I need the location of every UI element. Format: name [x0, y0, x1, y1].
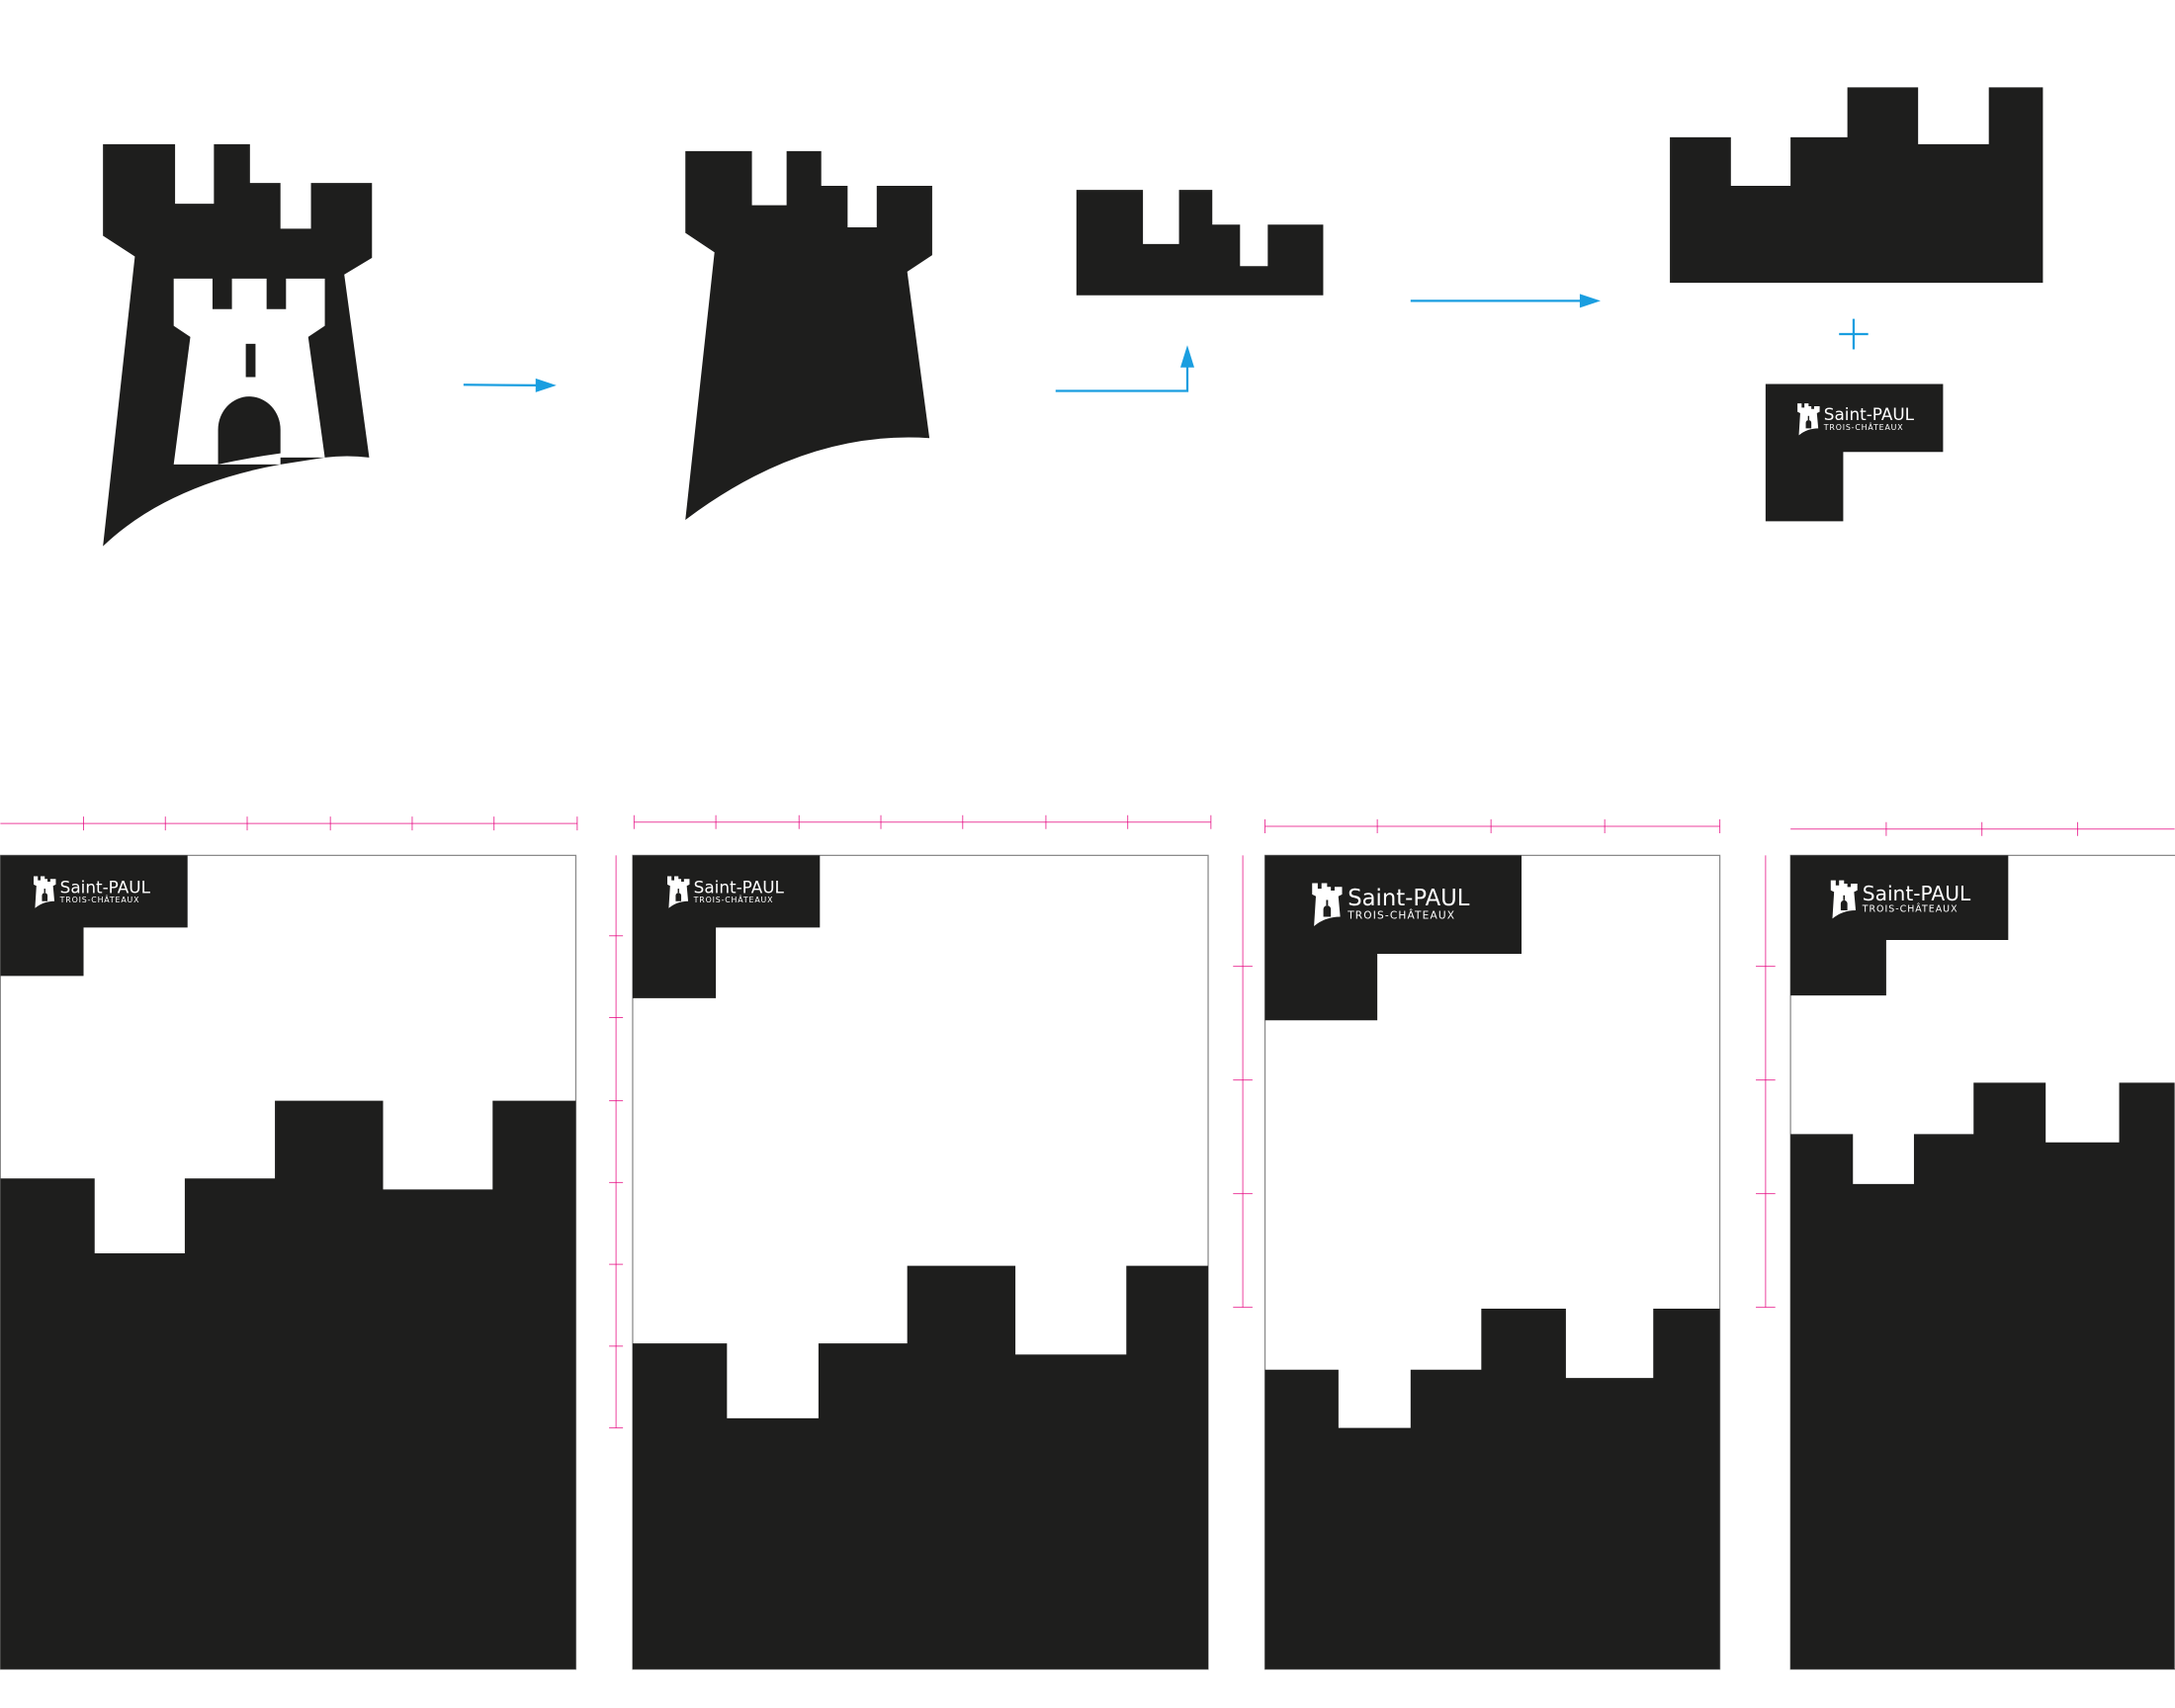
battlements-shape [1264, 1309, 1720, 1669]
layout-page-1: Saint-PAUL TROIS-CHÂTEAUX [0, 816, 578, 1670]
logo: Saint-PAUL TROIS-CHÂTEAUX [1312, 883, 1470, 927]
battlements-shape [1076, 190, 1324, 296]
logo-title: Saint-PAUL [1824, 404, 1915, 424]
layout-page-2: Saint-PAUL TROIS-CHÂTEAUX [609, 814, 1212, 1670]
tower-silhouette-icon [685, 150, 932, 520]
logo-subtitle: TROIS-CHÂTEAUX [1823, 421, 1904, 432]
logo-title: Saint-PAUL [1863, 882, 1971, 905]
guide-ruler-vertical [1756, 855, 1776, 1309]
arrow-right-icon [1410, 294, 1601, 308]
battlements-shape [0, 1100, 576, 1669]
logo: Saint-PAUL TROIS-CHÂTEAUX [1797, 403, 1915, 436]
guide-ruler-vertical [1233, 855, 1253, 1309]
tower-full-icon [103, 143, 373, 547]
logo-title: Saint-PAUL [60, 877, 151, 897]
guide-ruler-horizontal [633, 814, 1212, 829]
guide-ruler-horizontal [1790, 821, 2175, 836]
arrow-right-icon [463, 378, 557, 392]
battlements-shape [632, 1265, 1209, 1669]
logo-block: Saint-PAUL TROIS-CHÂTEAUX [1765, 384, 1944, 522]
arrow-up-icon [1055, 345, 1194, 392]
guide-ruler-horizontal [0, 816, 578, 831]
guide-ruler-horizontal [1264, 818, 1721, 833]
logo-title: Saint-PAUL [694, 877, 785, 897]
logo-subtitle: TROIS-CHÂTEAUX [693, 894, 774, 904]
logo-title: Saint-PAUL [1348, 886, 1470, 911]
layout-page-4: Saint-PAUL TROIS-CHÂTEAUX [1756, 821, 2175, 1670]
battlements-shape [1790, 1082, 2175, 1669]
logo-subtitle: TROIS-CHÂTEAUX [1347, 908, 1455, 921]
logo-subtitle: TROIS-CHÂTEAUX [1862, 903, 1958, 915]
guide-ruler-vertical [609, 855, 624, 1429]
battlements-scaled-shape [1670, 87, 2044, 284]
logo: Saint-PAUL TROIS-CHÂTEAUX [1830, 880, 1971, 919]
layout-page-3: Saint-PAUL TROIS-CHÂTEAUX [1233, 818, 1721, 1670]
logo: Saint-PAUL TROIS-CHÂTEAUX [667, 876, 785, 908]
plus-icon [1839, 318, 1869, 350]
logo-subtitle: TROIS-CHÂTEAUX [59, 894, 140, 904]
logo: Saint-PAUL TROIS-CHÂTEAUX [34, 876, 151, 908]
